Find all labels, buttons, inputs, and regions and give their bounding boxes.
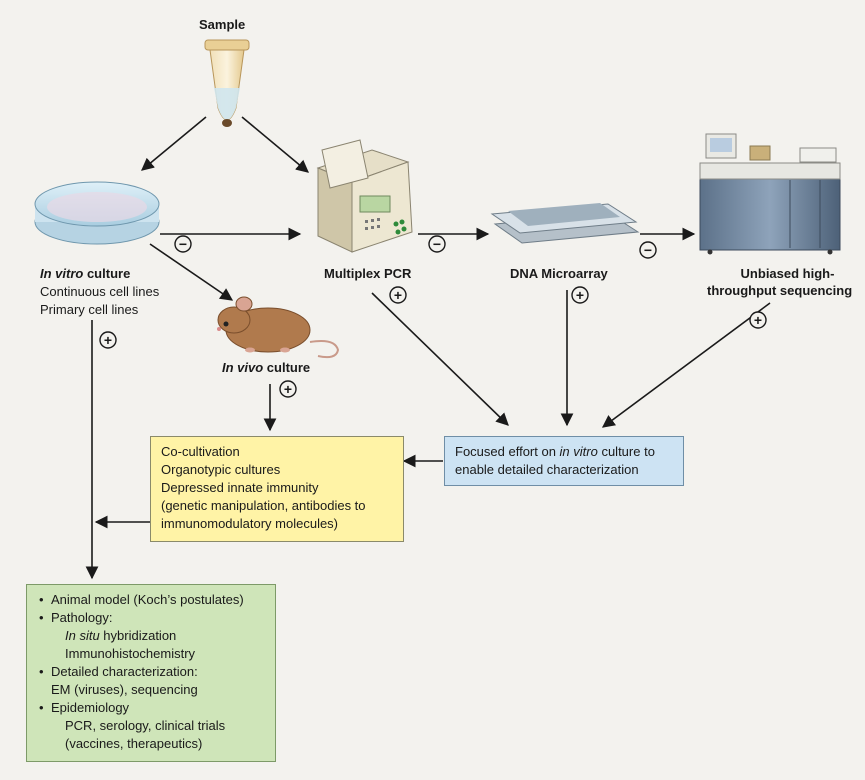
plus-glyph-5: + (284, 381, 292, 397)
petri-dish-icon (34, 181, 160, 245)
enhancement-box: Co-cultivation Organotypic cultures Depr… (150, 436, 404, 542)
blue-line1-a: Focused effort on (455, 444, 560, 459)
blue-line1: Focused effort on in vitro culture to (455, 443, 673, 461)
green-item2-sub1-rest: hybridization (99, 628, 177, 643)
sequencing-line2: throughput sequencing (707, 283, 853, 298)
sequencing-line1: Unbiased high- (740, 266, 835, 281)
pcr-label: Multiplex PCR (324, 266, 412, 281)
minus-glyph-2: − (433, 236, 441, 252)
in-vitro-line2: Primary cell lines (40, 302, 139, 317)
mouse-icon (217, 296, 340, 359)
sequencer-icon (699, 133, 841, 255)
plus-glyph-2: + (576, 287, 584, 303)
plus-sign-3 (749, 311, 767, 329)
green-item2-sub1: In situ hybridization (37, 627, 265, 645)
plus-glyph-3: + (754, 312, 762, 328)
plus-glyph-1: + (394, 287, 402, 303)
blue-line1-b: culture to (597, 444, 655, 459)
yellow-line3: Depressed innate immunity (161, 480, 319, 495)
characterization-box: Animal model (Koch’s postulates) Patholo… (26, 584, 276, 762)
sample-tube-icon (204, 39, 250, 127)
plus-glyph-4: + (104, 332, 112, 348)
minus-sign-1 (174, 235, 192, 253)
minus-glyph-3: − (644, 242, 652, 258)
microarray-label: DNA Microarray (510, 266, 608, 281)
in-vitro-title: In vitro culture (40, 266, 130, 282)
plus-sign-5 (279, 380, 297, 398)
sample-label: Sample (199, 17, 246, 32)
yellow-line5: immunomodulatory molecules) (161, 516, 339, 531)
green-item2: Pathology: (37, 609, 265, 627)
in-vivo-title-rest: culture (263, 360, 311, 375)
microarray-slides-icon (490, 203, 640, 244)
minus-sign-3 (639, 241, 657, 259)
plus-sign-4 (99, 331, 117, 349)
green-item4: Epidemiology (37, 699, 265, 717)
in-vitro-title-italic: In vitro (40, 266, 84, 281)
plus-sign-1 (389, 286, 407, 304)
focused-effort-box: Focused effort on in vitro culture to en… (444, 436, 684, 486)
blue-line2: enable detailed characterization (455, 462, 639, 477)
blue-line1-italic: in vitro (559, 444, 598, 459)
green-item1: Animal model (Koch’s postulates) (37, 591, 265, 609)
pcr-machine-icon (316, 139, 413, 253)
yellow-line4: (genetic manipulation, antibodies to (161, 498, 366, 513)
yellow-line1: Co-cultivation (161, 444, 240, 459)
arrows (85, 116, 771, 580)
green-item3: Detailed characterization: (37, 663, 265, 681)
in-vivo-title: In vivo culture (222, 360, 310, 376)
green-item3-sub1: EM (viruses), sequencing (51, 682, 198, 697)
in-vivo-title-italic: In vivo (222, 360, 264, 375)
green-item4-sub2: (vaccines, therapeutics) (65, 736, 203, 751)
in-vitro-line1: Continuous cell lines (40, 284, 160, 299)
in-vitro-title-rest: culture (83, 266, 131, 281)
yellow-line2: Organotypic cultures (161, 462, 281, 477)
minus-sign-2 (428, 235, 446, 253)
minus-glyph-1: − (179, 236, 187, 252)
green-item2-sub2: Immunohistochemistry (65, 646, 196, 661)
green-item4-sub1: PCR, serology, clinical trials (65, 718, 226, 733)
plus-sign-2 (571, 286, 589, 304)
green-item2-sub1-italic: In situ (65, 628, 100, 643)
